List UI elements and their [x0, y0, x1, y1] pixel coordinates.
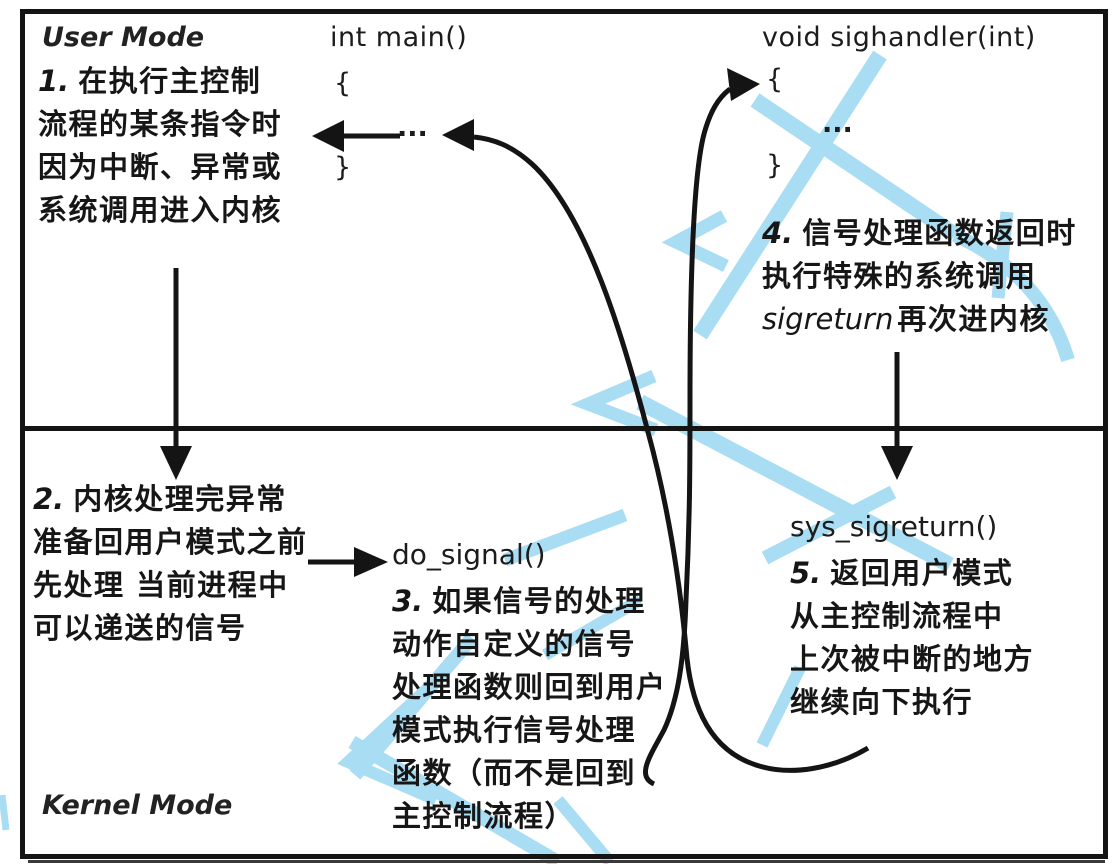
do-signal-label: do_signal()	[392, 538, 546, 571]
step4-line: 4.信号处理函数返回时	[762, 216, 1077, 250]
step2-line: 先处理 当前进程中	[33, 568, 289, 602]
step1-line: 因为中断、异常或	[38, 150, 283, 184]
step2-line: 准备回用户模式之前	[33, 525, 308, 559]
step1-text: 1.在执行主控制 流程的某条指令时 因为中断、异常或 系统调用进入内核	[38, 60, 282, 232]
step1-line: 系统调用进入内核	[38, 193, 283, 227]
step5-line: 上次被中断的地方	[790, 642, 1035, 676]
code-sighandler-open-brace: {	[766, 64, 784, 95]
step3-line: 3.如果信号的处理	[392, 584, 646, 618]
kernel-mode-label: Kernel Mode	[42, 790, 233, 821]
step5-line: 从主控制流程中	[790, 599, 1004, 633]
step4-line: 执行特殊的系统调用	[762, 259, 1037, 293]
step3-line: 动作自定义的信号	[392, 627, 637, 661]
step1-number: 1.	[38, 64, 70, 98]
step5-number: 5.	[790, 556, 822, 590]
step5-line: 5.返回用户模式	[790, 556, 1014, 590]
step3-text: 3.如果信号的处理 动作自定义的信号 处理函数则回到用户 模式执行信号处理 函数…	[392, 580, 667, 838]
code-sighandler-close-brace: }	[766, 150, 784, 181]
step3-line: 主控制流程）	[392, 799, 576, 833]
code-main-body: ...	[397, 112, 428, 143]
code-main-open-brace: {	[334, 68, 352, 99]
sigreturn-word: sigreturn	[762, 302, 894, 336]
step2-line: 2.内核处理完异常	[33, 482, 287, 516]
step3-number: 3.	[392, 584, 424, 618]
code-main-close-brace: }	[334, 152, 352, 183]
user-mode-label: User Mode	[42, 22, 205, 53]
step1-line: 流程的某条指令时	[38, 107, 283, 141]
step3-line: 处理函数则回到用户	[392, 670, 667, 704]
step1-line: 1.在执行主控制	[38, 64, 262, 98]
step5-text: 5.返回用户模式 从主控制流程中 上次被中断的地方 继续向下执行	[790, 552, 1034, 724]
sys-sigreturn-label: sys_sigreturn()	[790, 510, 998, 543]
step3-line: 函数（而不是回到	[392, 756, 637, 790]
code-sighandler-body: ...	[822, 108, 853, 139]
step3-line: 模式执行信号处理	[392, 713, 637, 747]
step2-line: 可以递送的信号	[33, 611, 247, 645]
step5-line: 继续向下执行	[790, 685, 974, 719]
code-main-title: int main()	[330, 22, 468, 53]
step2-number: 2.	[33, 482, 65, 516]
step4-number: 4.	[762, 216, 794, 250]
step2-text: 2.内核处理完异常 准备回用户模式之前 先处理 当前进程中 可以递送的信号	[33, 478, 308, 650]
code-sighandler-title: void sighandler(int)	[762, 22, 1036, 53]
